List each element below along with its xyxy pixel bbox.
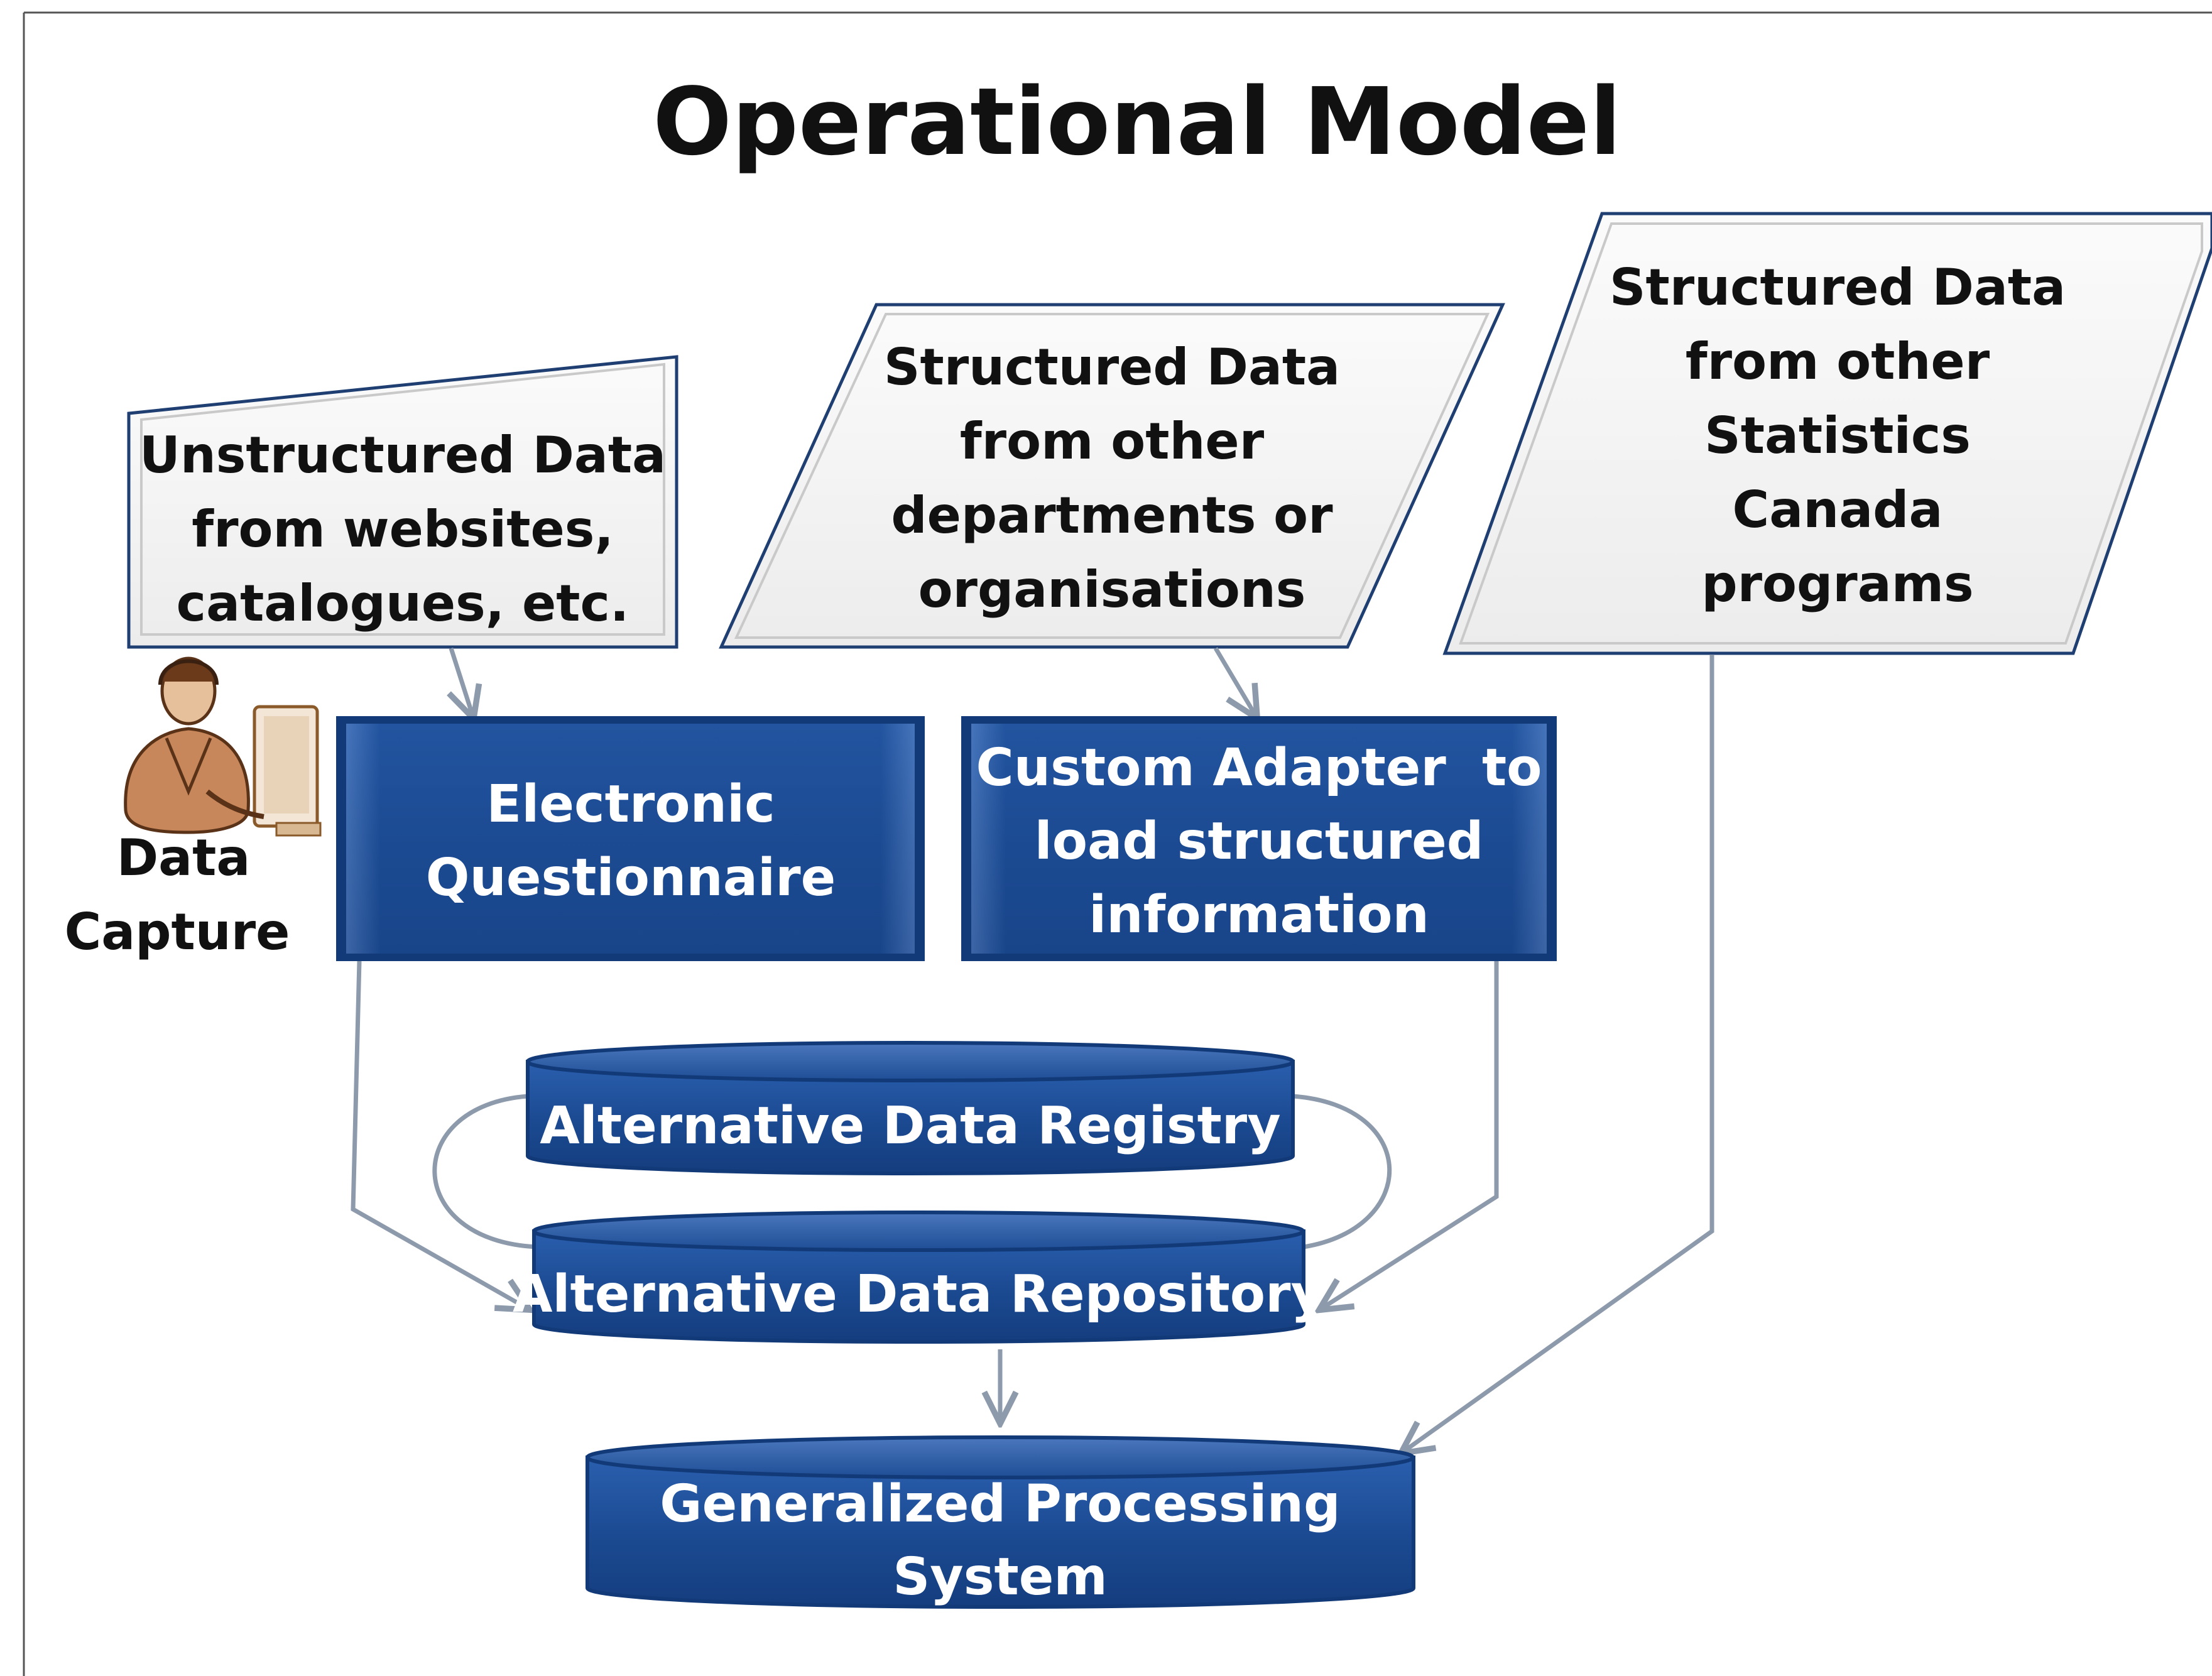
process-electronic-questionnaire: Electronic Questionnaire (336, 716, 925, 961)
process-custom-adapter: Custom Adapter to load structured inform… (961, 716, 1557, 961)
database-alternative-data-repository: Alternative Data Repository (513, 1211, 1324, 1344)
input-structured-statcan: Structured Data from other Statistics Ca… (1442, 212, 2212, 655)
person-at-computer-icon (124, 656, 322, 837)
loop-registry-repository-right (1292, 1094, 1392, 1249)
input-departments-line-3: departments or (891, 486, 1333, 545)
input-unstructured-data: Unstructured Data from websites, catalog… (127, 355, 678, 649)
loop-registry-repository-left (432, 1094, 538, 1249)
data-capture-label-line-1: Data (117, 829, 251, 887)
input-statcan-line-5: programs (1701, 555, 1973, 613)
input-unstructured-line-2: from websites, (192, 500, 613, 558)
input-unstructured-line-3: catalogues, etc. (177, 574, 629, 633)
input-departments-line-4: organisations (918, 560, 1306, 619)
connectors (351, 647, 1714, 1451)
registry-label: Alternative Data Registry (540, 1096, 1280, 1156)
processing-line-1: Generalized Processing (660, 1474, 1340, 1534)
arrow-adapter-to-repository (1322, 961, 1499, 1308)
data-capture-label-line-2: Capture (65, 903, 290, 961)
input-statcan-line-3: Statistics (1704, 406, 1971, 465)
database-alternative-data-registry: Alternative Data Registry (526, 1041, 1295, 1175)
input-statcan-line-2: from other (1686, 332, 1990, 391)
arrow-questionnaire-to-repository (351, 960, 526, 1308)
arrow-unstructured-to-questionnaire (451, 647, 472, 715)
adapter-line-3: information (1089, 885, 1429, 945)
adapter-line-1: Custom Adapter to (976, 738, 1542, 798)
processing-line-2: System (893, 1547, 1108, 1607)
input-statcan-line-1: Structured Data (1610, 258, 2066, 317)
repository-label: Alternative Data Repository (513, 1265, 1324, 1324)
arrow-departments-to-adapter (1213, 647, 1255, 715)
input-unstructured-line-1: Unstructured Data (139, 426, 666, 484)
input-departments-line-1: Structured Data (884, 338, 1340, 396)
input-departments-line-2: from other (960, 412, 1265, 471)
arrow-statcan-to-processing (1404, 655, 1714, 1451)
questionnaire-line-1: Electronic (486, 775, 775, 834)
input-structured-departments: Structured Data from other departments o… (719, 303, 1505, 649)
database-generalized-processing-system: Generalized Processing System (586, 1435, 1415, 1609)
questionnaire-line-2: Questionnaire (426, 848, 836, 908)
input-statcan-line-4: Canada (1733, 481, 1943, 539)
adapter-line-2: load structured (1035, 812, 1484, 871)
page-title: Operational Model (653, 68, 1621, 176)
